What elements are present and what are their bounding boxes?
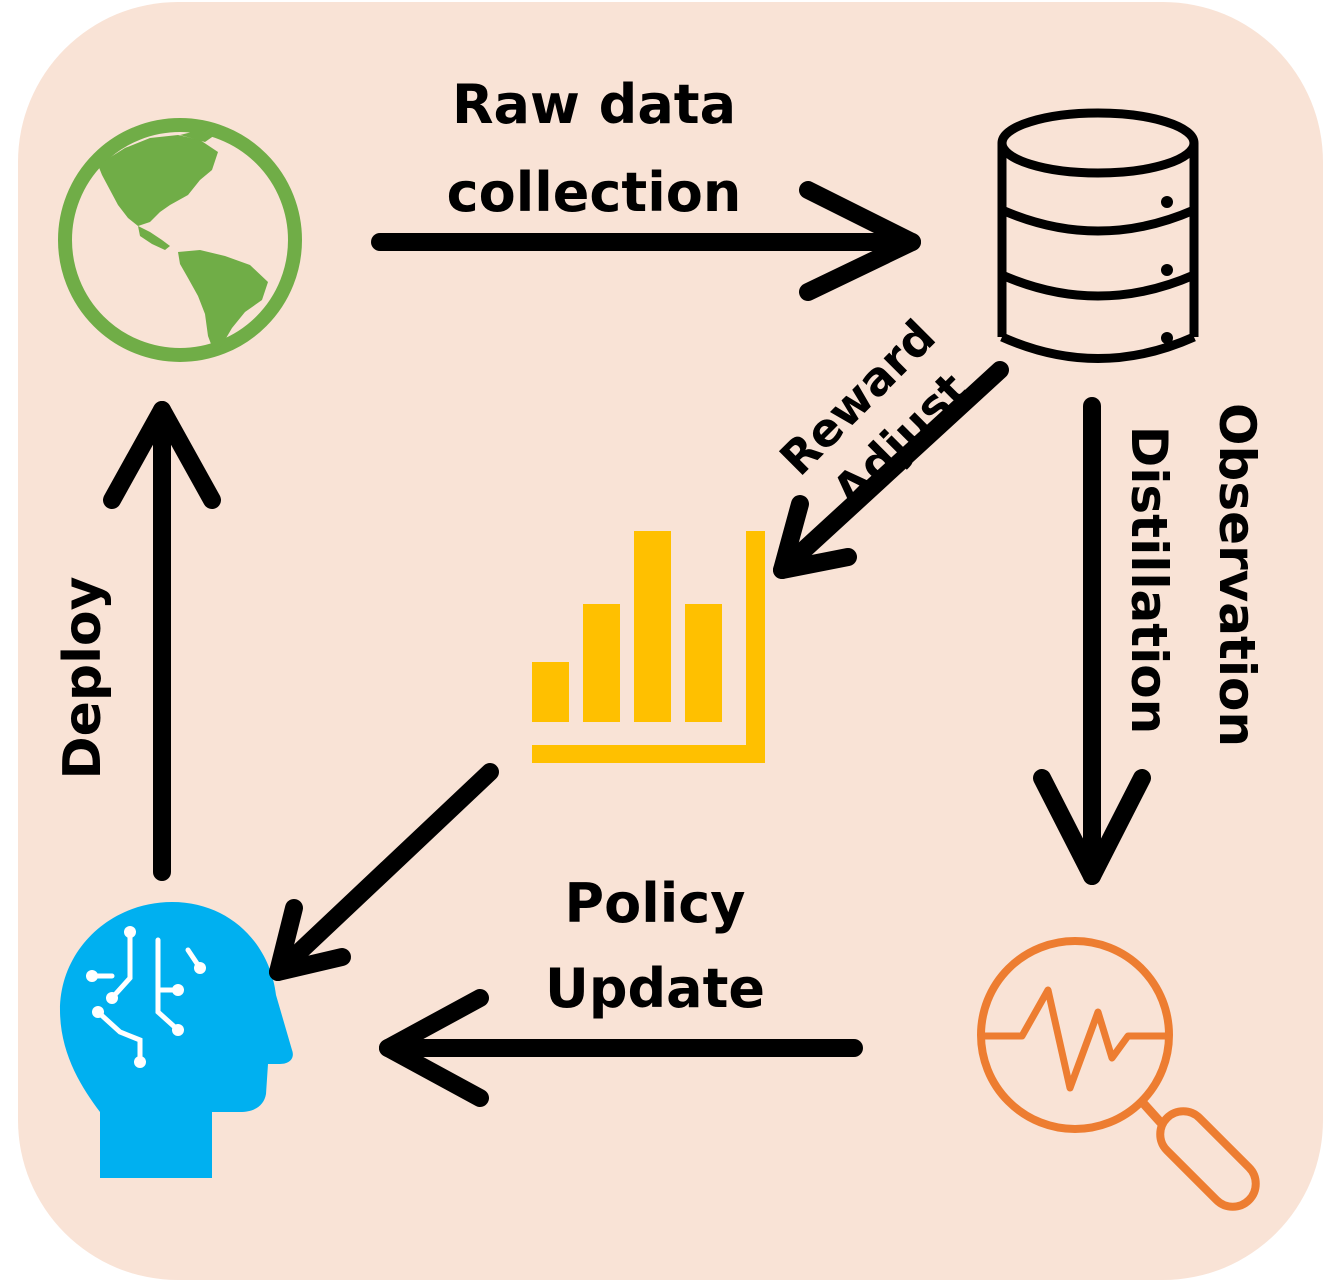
ai-head-icon	[60, 902, 293, 1178]
arrow-raw-data	[371, 181, 921, 301]
database-icon	[997, 108, 1199, 363]
policy-update-label-line1: Policy	[565, 872, 746, 935]
arrow-reward-adjust	[773, 361, 1009, 579]
distillation-label: Distillation	[1120, 426, 1178, 734]
arrow-reward-to-policy	[269, 763, 499, 981]
raw-data-label-line1: Raw data	[452, 73, 736, 136]
raw-data-label-line2: collection	[447, 161, 742, 224]
magnifier-pulse-icon	[977, 937, 1260, 1211]
observation-label: Observation	[1208, 403, 1266, 747]
bar-chart-icon	[532, 531, 765, 763]
arrow-observation-distillation	[1033, 397, 1151, 885]
globe-icon	[58, 118, 302, 362]
arrow-policy-update	[379, 989, 863, 1107]
arrow-deploy	[103, 401, 221, 881]
deploy-label: Deploy	[53, 576, 113, 779]
arrows	[103, 181, 1151, 1107]
policy-update-label-line2: Update	[545, 957, 765, 1020]
database-dots	[1161, 196, 1173, 344]
